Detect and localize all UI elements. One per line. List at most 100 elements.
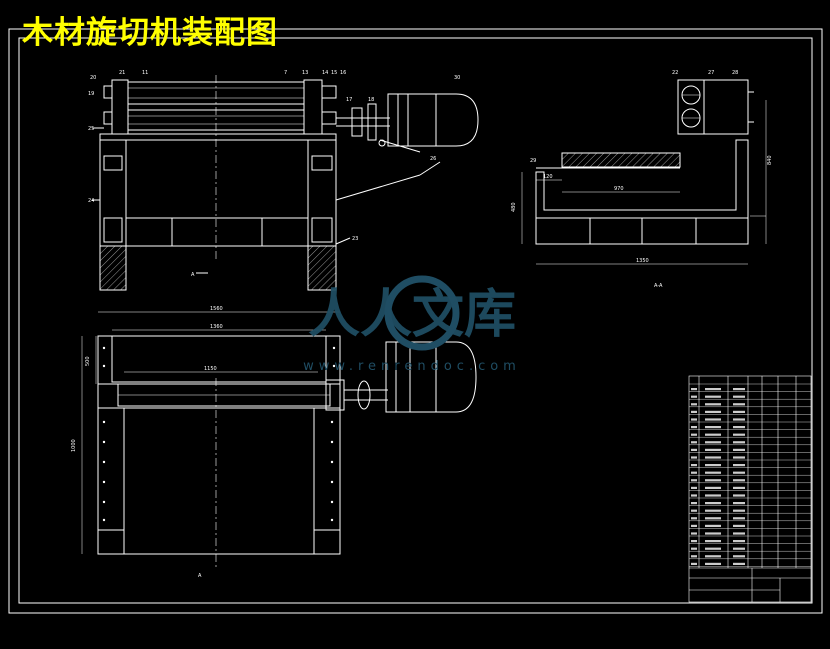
table-cell-text	[733, 403, 745, 406]
table-cell-text	[733, 540, 745, 543]
table-cell-text	[733, 426, 745, 429]
table-cell-text	[691, 502, 697, 505]
table-cell-text	[705, 464, 721, 467]
table-cell-text	[705, 403, 721, 406]
table-cell-text	[733, 517, 745, 520]
table-cell-text	[691, 456, 697, 459]
part-label: 26	[430, 156, 436, 162]
section-view-label: A-A	[654, 283, 663, 289]
table-cell-text	[705, 388, 721, 391]
dimension-label: 500	[85, 356, 91, 366]
dimension-label: 970	[614, 186, 624, 192]
front-view	[92, 75, 479, 291]
section-marker: A	[198, 573, 202, 579]
dimension-label: 1350	[636, 258, 649, 264]
outer-border	[8, 28, 823, 614]
table-cell-text	[705, 486, 721, 489]
table-cell-text	[733, 547, 745, 550]
table-cell-text	[691, 509, 697, 512]
part-label: 30	[454, 75, 460, 81]
table-cell-text	[691, 540, 697, 543]
table-cell-text	[691, 426, 697, 429]
table-cell-text	[705, 540, 721, 543]
part-label: 7	[284, 70, 287, 76]
table-cell-text	[691, 494, 697, 497]
table-cell-text	[733, 418, 745, 421]
table-cell-text	[705, 562, 721, 565]
part-label: 19	[88, 91, 94, 97]
side-view	[521, 79, 767, 265]
table-cell-text	[733, 524, 745, 527]
table-cell-text	[691, 448, 697, 451]
plan-view	[81, 311, 477, 568]
table-cell-text	[691, 486, 697, 489]
table-cell-text	[733, 388, 745, 391]
dimension-label: 840	[767, 155, 773, 165]
table-cell-text	[691, 547, 697, 550]
dimension-label: 1000	[71, 439, 77, 452]
table-cell-text	[691, 562, 697, 565]
table-cell-text	[705, 532, 721, 535]
dimension-label: 120	[543, 174, 553, 180]
table-cell-text	[705, 494, 721, 497]
table-cell-text	[705, 479, 721, 482]
table-cell-text	[733, 464, 745, 467]
dimension-label: 1360	[210, 324, 223, 330]
table-cell-text	[691, 410, 697, 413]
table-cell-text	[691, 395, 697, 398]
plan-view-bolts	[102, 346, 336, 522]
table-cell-text	[691, 388, 697, 391]
part-label: 15	[331, 70, 337, 76]
part-label: 29	[530, 158, 536, 164]
table-cell-text	[705, 524, 721, 527]
table-cell-text	[705, 509, 721, 512]
table-cell-text	[733, 471, 745, 474]
table-cell-text	[705, 517, 721, 520]
table-cell-text	[733, 456, 745, 459]
side-view-labels: 22 27 28 29 970 120 1350 A-A 480 840	[511, 70, 773, 289]
table-cell-text	[733, 486, 745, 489]
part-label: 22	[672, 70, 678, 76]
inner-border	[18, 37, 813, 604]
part-label: 16	[340, 70, 346, 76]
table-cell-text	[705, 555, 721, 558]
dimension-label: 480	[511, 202, 517, 212]
table-cell-text	[691, 532, 697, 535]
table-cell-text	[733, 433, 745, 436]
table-cell-text	[733, 562, 745, 565]
table-cell-text	[705, 418, 721, 421]
table-cell-text	[691, 441, 697, 444]
part-label: 21	[119, 70, 125, 76]
table-cell-text	[733, 441, 745, 444]
table-cell-text	[691, 555, 697, 558]
table-cell-text	[691, 479, 697, 482]
table-cell-text	[691, 524, 697, 527]
table-cell-text	[733, 448, 745, 451]
part-label: 27	[708, 70, 714, 76]
part-label: 14	[322, 70, 328, 76]
part-label: 20	[90, 75, 96, 81]
table-cell-text	[691, 418, 697, 421]
table-cell-text	[733, 555, 745, 558]
table-cell-text	[705, 502, 721, 505]
section-marker: A	[191, 272, 195, 278]
table-cell-text	[705, 547, 721, 550]
parts-list-cell-text	[691, 388, 745, 565]
table-cell-text	[691, 517, 697, 520]
table-cell-text	[705, 471, 721, 474]
table-cell-text	[733, 509, 745, 512]
part-label: 25	[88, 126, 94, 132]
dimension-label: 1560	[210, 306, 223, 312]
table-cell-text	[733, 479, 745, 482]
part-label: 13	[302, 70, 308, 76]
part-label: 18	[368, 97, 374, 103]
parts-list-rows	[689, 383, 811, 567]
part-label: 24	[88, 198, 94, 204]
table-cell-text	[705, 456, 721, 459]
part-label: 17	[346, 97, 352, 103]
table-cell-text	[705, 448, 721, 451]
table-cell-text	[733, 502, 745, 505]
table-cell-text	[733, 494, 745, 497]
